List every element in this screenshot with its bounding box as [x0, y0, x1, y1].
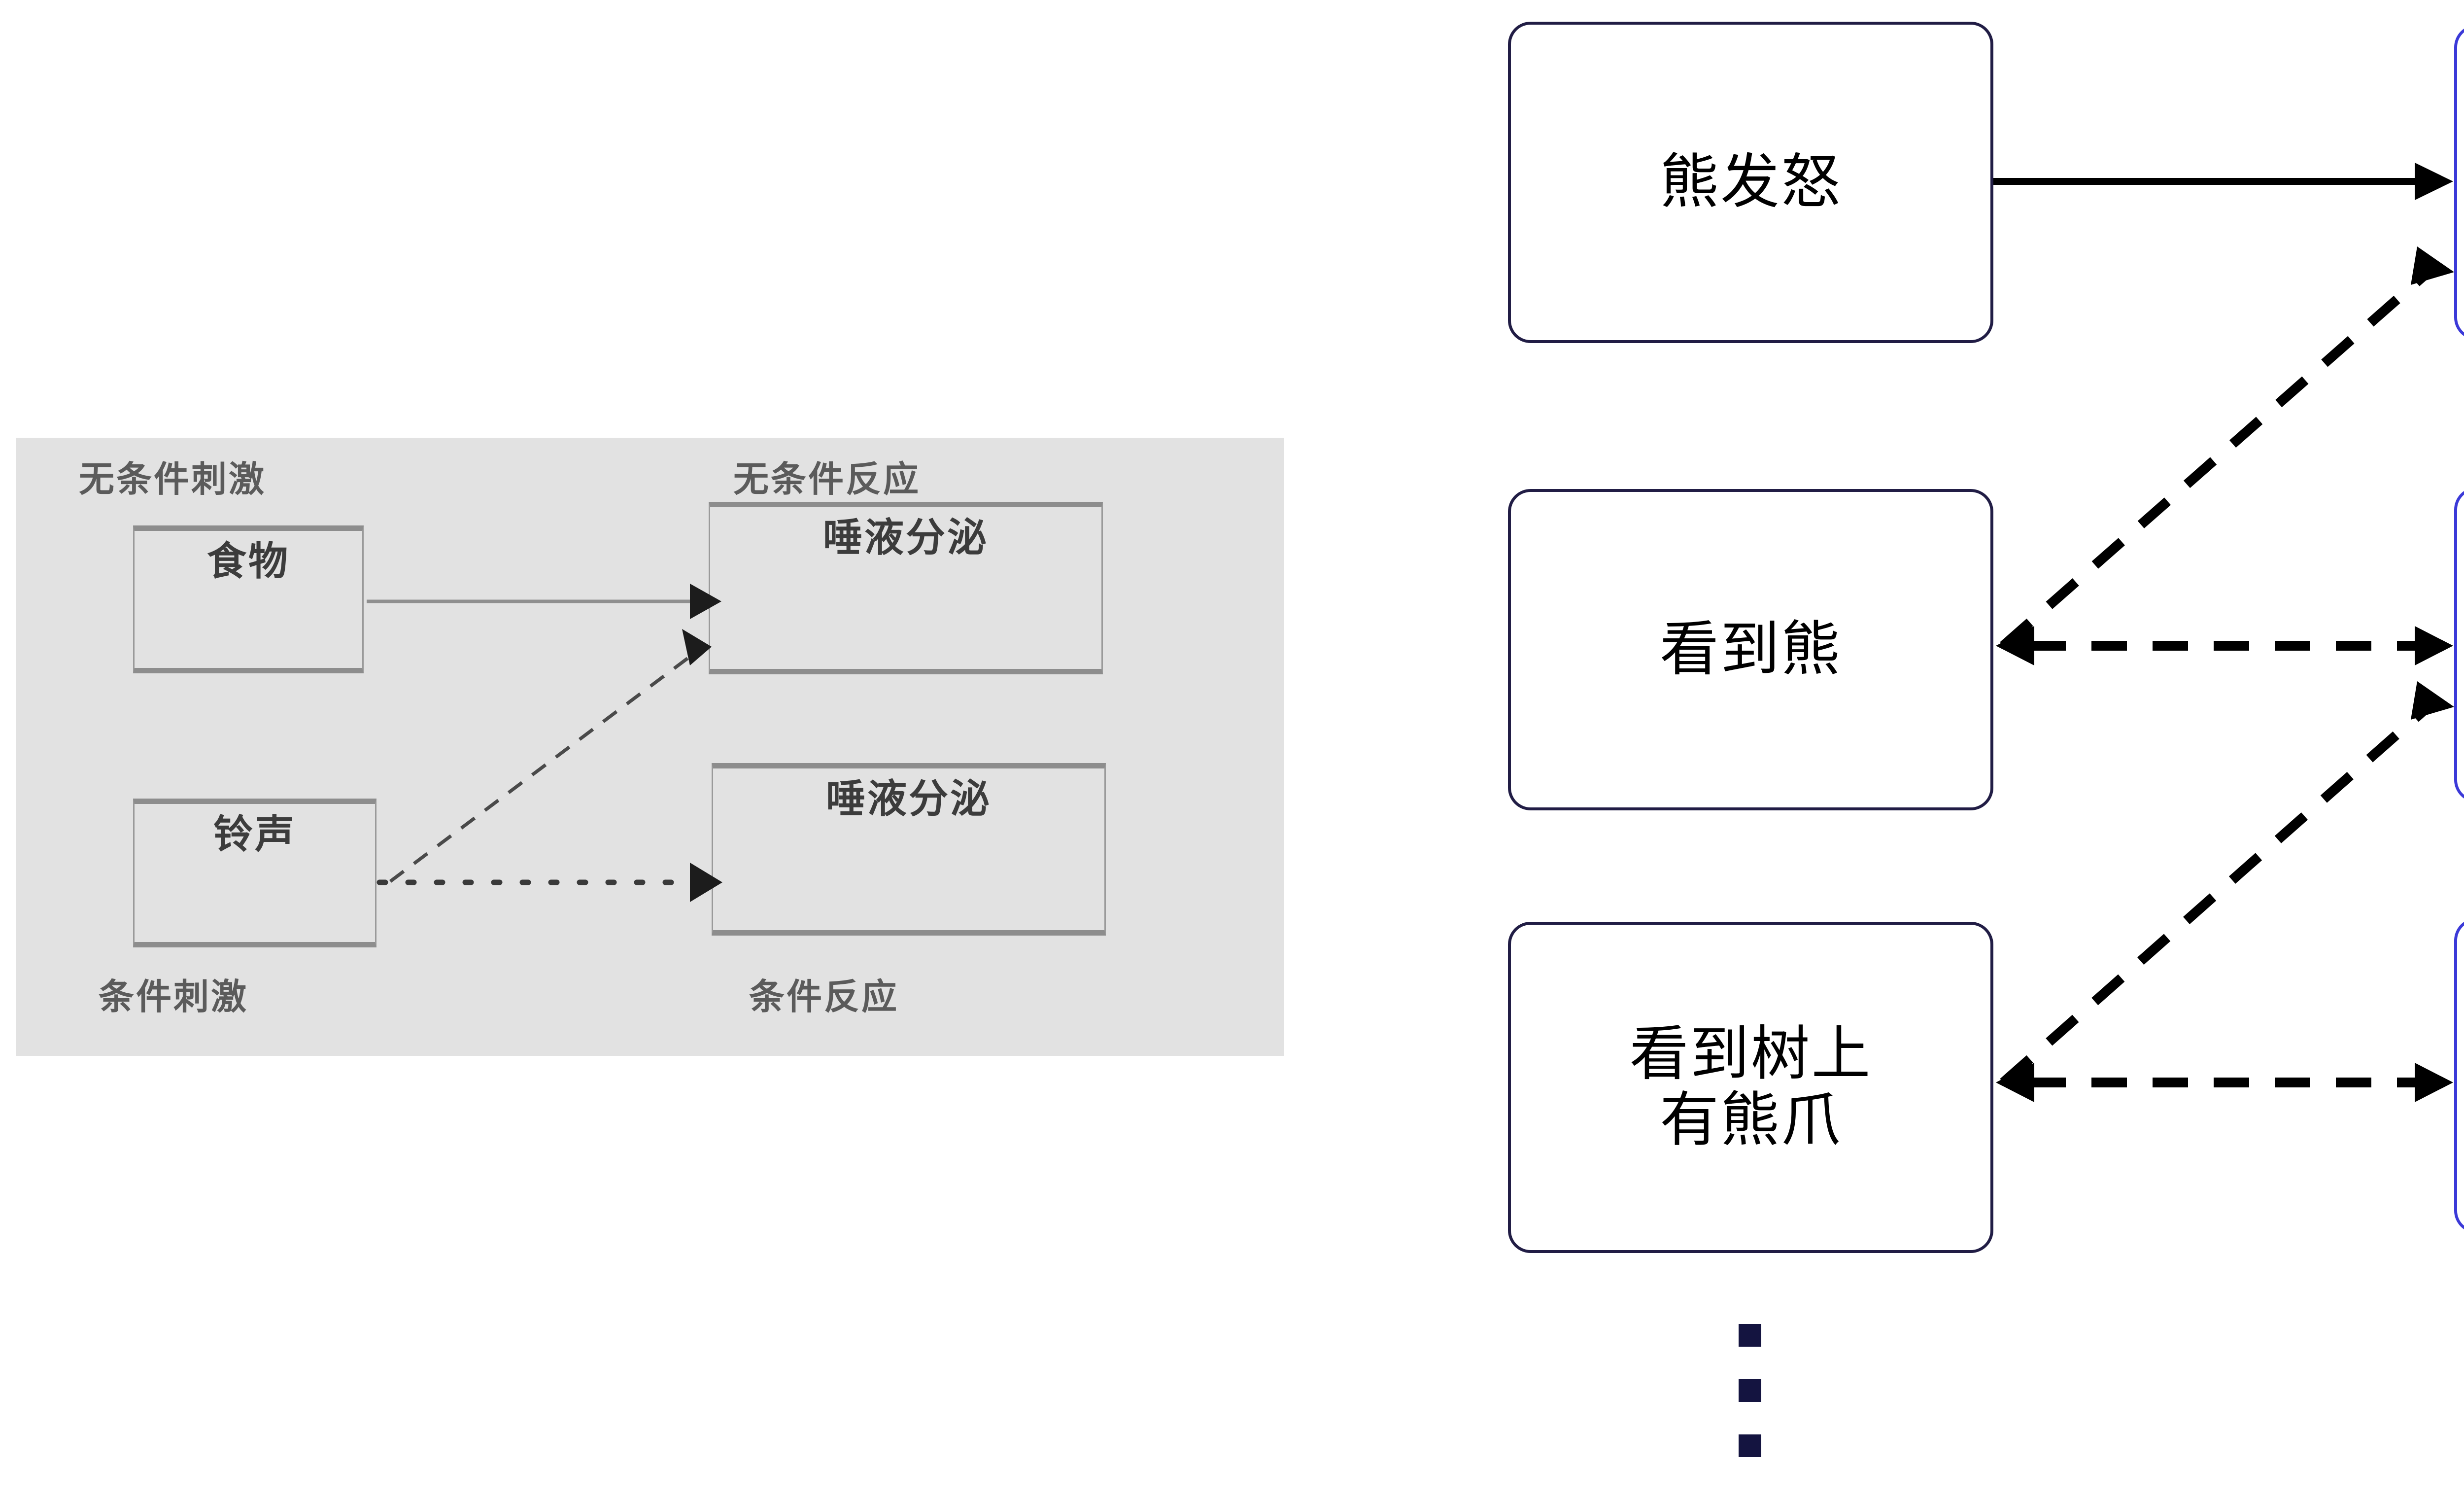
cc-arrow-bell-to-salivation-unconditioned: [389, 629, 712, 883]
rl-box-bear-angry: 熊发怒: [1508, 22, 1993, 343]
cc-box-salivation-conditioned-label: 唾液分泌: [826, 776, 992, 822]
rl-box-reward: 奖励: [2454, 25, 2464, 340]
caption-conditioned-stimulus: 条件刺激: [99, 976, 249, 1017]
rl-arrow-see-bear-to-v-s-prime: [1996, 626, 2453, 665]
cc-arrow-bell-to-salivation-conditioned: [376, 863, 722, 902]
rl-arrow-see-claw-to-v-s: [1996, 1063, 2453, 1102]
rl-arrow-see-claw-to-v-s-prime: [2000, 681, 2454, 1086]
ellipsis-dot: [1739, 1434, 1761, 1457]
ellipsis-dot: [1739, 1324, 1761, 1347]
cc-box-bell: 铃声: [133, 799, 376, 947]
rl-arrow-anger-to-reward: [1993, 163, 2453, 200]
rl-box-see-bear-label: 看到熊: [1660, 615, 1842, 684]
caption-conditioned-response: 条件反应: [749, 976, 899, 1017]
cc-box-food-label: 食物: [207, 538, 290, 584]
cc-box-salivation-conditioned: 唾液分泌: [712, 763, 1106, 936]
cc-box-salivation-unconditioned-label: 唾液分泌: [823, 515, 989, 560]
cc-arrow-food-to-salivation: [367, 584, 721, 619]
caption-unconditioned-stimulus: 无条件刺激: [79, 458, 267, 500]
ellipsis-dot: [1739, 1379, 1761, 1402]
ellipsis-left-column: [1739, 1324, 1761, 1457]
cc-box-bell-label: 铃声: [213, 811, 296, 857]
rl-box-v-s-prime: V(s′): [2454, 487, 2464, 802]
rl-box-see-claw-on-tree-label: 看到树上 有熊爪: [1629, 1019, 1872, 1154]
rl-box-see-bear: 看到熊: [1508, 489, 1993, 810]
cc-box-salivation-unconditioned: 唾液分泌: [709, 502, 1103, 674]
rl-box-see-claw-on-tree: 看到树上 有熊爪: [1508, 922, 1993, 1253]
classical-conditioning-panel: 无条件刺激 无条件反应 条件刺激 条件反应 食物 铃声 唾液分泌 唾液分泌: [16, 438, 1284, 1056]
rl-box-bear-angry-label: 熊发怒: [1660, 147, 1842, 216]
rl-arrow-see-bear-to-reward: [2000, 246, 2454, 650]
cc-box-food: 食物: [133, 525, 364, 673]
caption-unconditioned-response: 无条件反应: [733, 458, 921, 500]
rl-box-v-s: V(s): [2454, 918, 2464, 1233]
